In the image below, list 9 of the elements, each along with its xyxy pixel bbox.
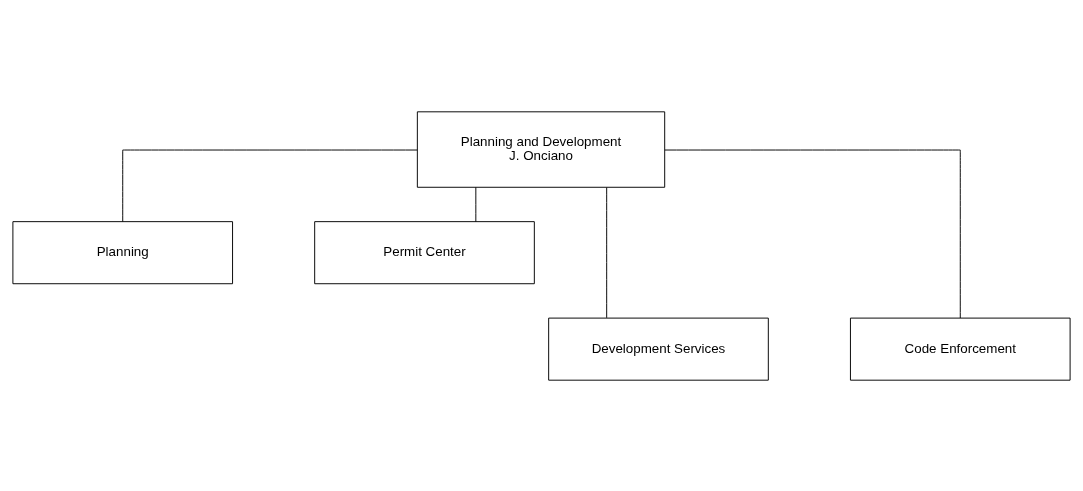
- connector: [664, 149, 961, 318]
- node-box: Permit Center: [314, 220, 535, 284]
- node-box: Planning: [12, 220, 234, 284]
- connector: [122, 149, 418, 222]
- node-box: Code Enforcement: [849, 317, 1071, 381]
- connector: [606, 186, 608, 318]
- node-box: Planning and Development J. Onciano: [416, 110, 666, 188]
- node-box: Development Services: [548, 317, 769, 381]
- connector: [475, 186, 477, 222]
